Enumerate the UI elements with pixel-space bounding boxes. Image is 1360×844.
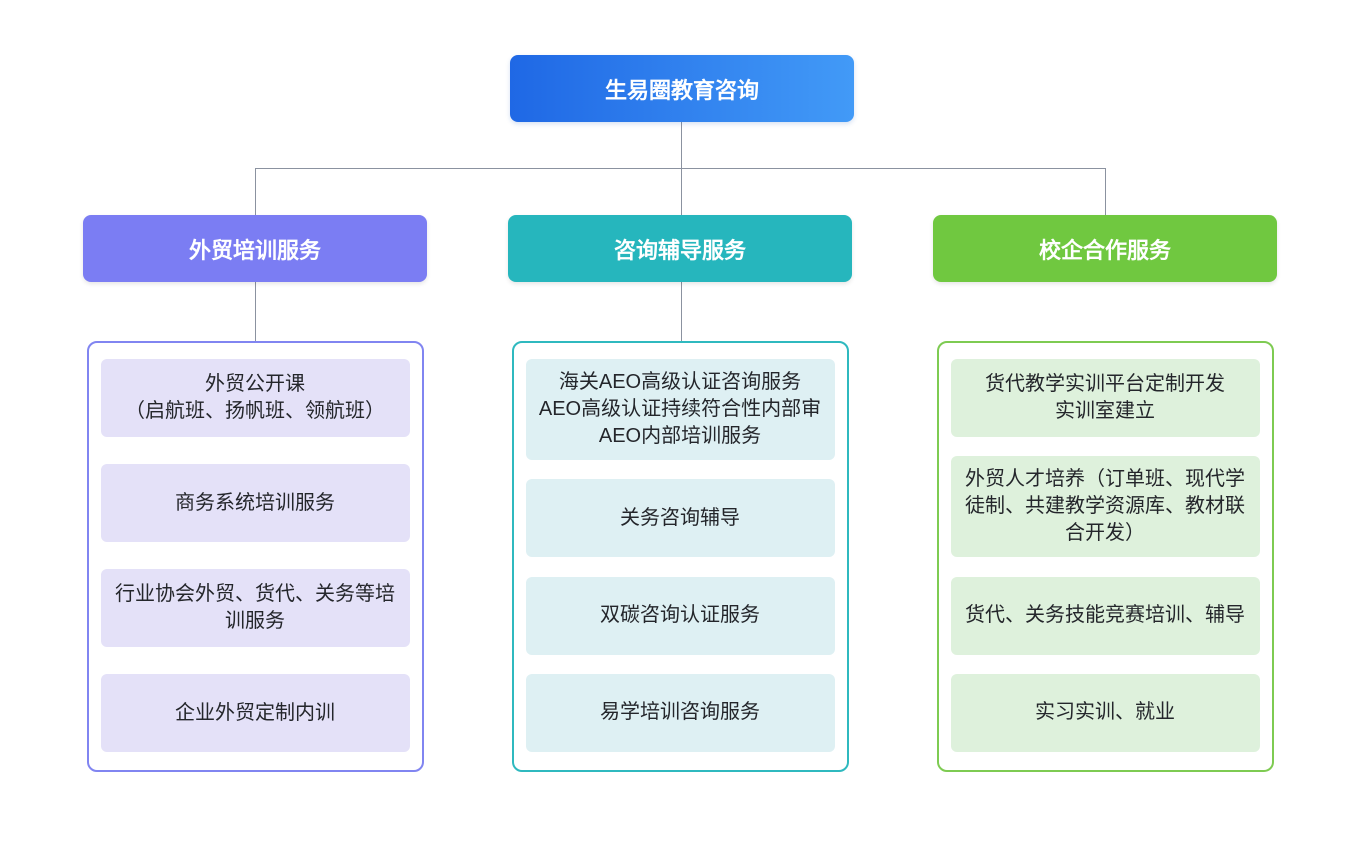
branch-item[interactable]: 外贸人才培养（订单班、现代学徒制、共建教学资源库、教材联合开发）: [950, 456, 1260, 558]
branch-container-consulting-coaching: 海关AEO高级认证咨询服务 AEO高级认证持续符合性内部审 AEO内部培训服务 …: [511, 341, 849, 772]
connector-drop-middle: [681, 168, 682, 215]
branch-item[interactable]: 双碳咨询认证服务: [525, 576, 835, 655]
branch-header-school-enterprise-cooperation[interactable]: 校企合作服务: [933, 215, 1277, 282]
branch-container-school-enterprise-cooperation: 货代教学实训平台定制开发 实训室建立 外贸人才培养（订单班、现代学徒制、共建教学…: [936, 341, 1274, 772]
branch-header-consulting-coaching[interactable]: 咨询辅导服务: [508, 215, 852, 282]
branch-item[interactable]: 易学培训咨询服务: [525, 673, 835, 752]
branch-item[interactable]: 企业外贸定制内训: [100, 674, 410, 752]
branch-title: 校企合作服务: [1038, 237, 1171, 263]
branch-foreign-trade-training: 外贸培训服务 外贸公开课 （启航班、扬帆班、领航班） 商务系统培训服务 行业协会…: [83, 215, 427, 772]
connector-header-container-left: [255, 282, 256, 341]
branch-container-foreign-trade-training: 外贸公开课 （启航班、扬帆班、领航班） 商务系统培训服务 行业协会外贸、货代、关…: [86, 341, 424, 772]
branch-item[interactable]: 关务咨询辅导: [525, 479, 835, 558]
root-node[interactable]: 生易圈教育咨询: [510, 55, 854, 122]
branch-item[interactable]: 货代、关务技能竞赛培训、辅导: [950, 576, 1260, 655]
branch-item[interactable]: 货代教学实训平台定制开发 实训室建立: [950, 359, 1260, 437]
branch-consulting-coaching: 咨询辅导服务 海关AEO高级认证咨询服务 AEO高级认证持续符合性内部审 AEO…: [508, 215, 852, 772]
branch-item[interactable]: 外贸公开课 （启航班、扬帆班、领航班）: [100, 359, 410, 437]
connector-drop-right: [1105, 168, 1106, 215]
branch-title: 外贸培训服务: [188, 237, 321, 263]
branch-item[interactable]: 海关AEO高级认证咨询服务 AEO高级认证持续符合性内部审 AEO内部培训服务: [525, 359, 835, 460]
connector-horizontal-rail: [255, 168, 1106, 169]
branch-header-foreign-trade-training[interactable]: 外贸培训服务: [83, 215, 427, 282]
connector-drop-left: [255, 168, 256, 215]
connector-header-container-middle: [681, 282, 682, 341]
branch-school-enterprise-cooperation: 校企合作服务 货代教学实训平台定制开发 实训室建立 外贸人才培养（订单班、现代学…: [933, 215, 1277, 772]
branch-item[interactable]: 行业协会外贸、货代、关务等培训服务: [100, 569, 410, 647]
branch-title: 咨询辅导服务: [613, 237, 746, 263]
root-node-label: 生易圈教育咨询: [604, 77, 759, 103]
branch-item[interactable]: 实习实训、就业: [950, 673, 1260, 752]
connector-root-stem: [681, 122, 682, 168]
branch-item[interactable]: 商务系统培训服务: [100, 464, 410, 542]
